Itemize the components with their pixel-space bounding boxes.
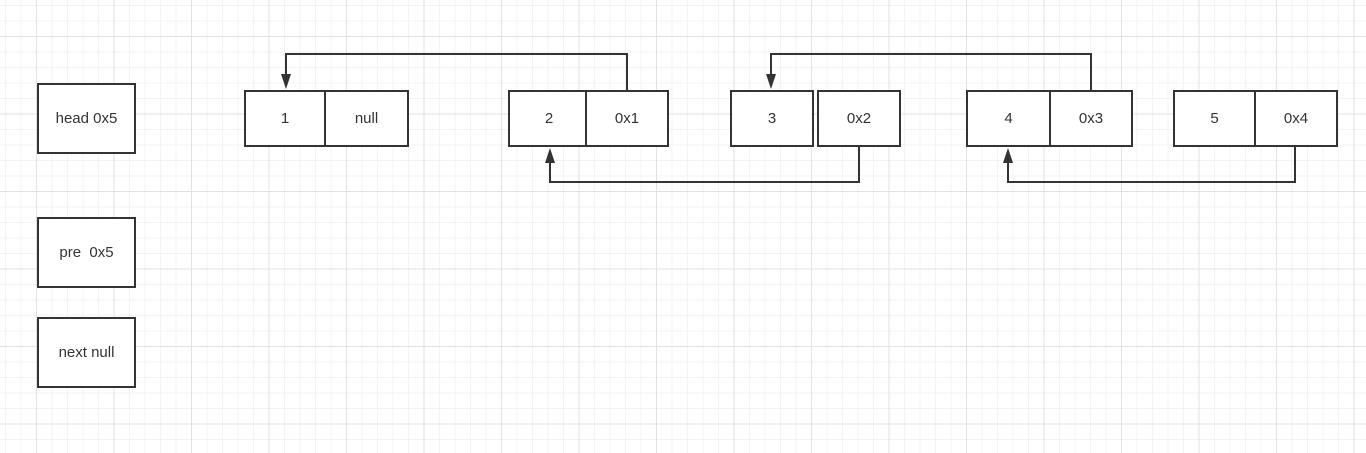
arrowhead-node-1	[281, 74, 291, 89]
arrow-node-4-to-node-3	[770, 53, 1092, 90]
node-1-next-cell: null	[324, 90, 409, 147]
pre-pointer-box: pre 0x5	[37, 217, 136, 288]
node-2-value-cell: 2	[508, 90, 590, 147]
head-pointer-box: head 0x5	[37, 83, 136, 154]
node-5-value-cell: 5	[1173, 90, 1256, 147]
node-1-value-cell: 1	[244, 90, 326, 147]
node-3-next-cell: 0x2	[817, 90, 901, 147]
node-3-value-cell: 3	[730, 90, 814, 147]
arrowhead-node-4	[1003, 148, 1013, 163]
arrowhead-node-3	[766, 74, 776, 89]
arrow-node-5-to-node-4	[1007, 147, 1296, 183]
arrowhead-node-2	[545, 148, 555, 163]
arrow-node-3-to-node-2	[549, 147, 860, 183]
next-pointer-box: next null	[37, 317, 136, 388]
node-5-next-cell: 0x4	[1254, 90, 1338, 147]
arrow-node-2-to-node-1	[285, 53, 628, 90]
node-2-next-cell: 0x1	[585, 90, 669, 147]
node-4-value-cell: 4	[966, 90, 1051, 147]
node-4-next-cell: 0x3	[1049, 90, 1133, 147]
